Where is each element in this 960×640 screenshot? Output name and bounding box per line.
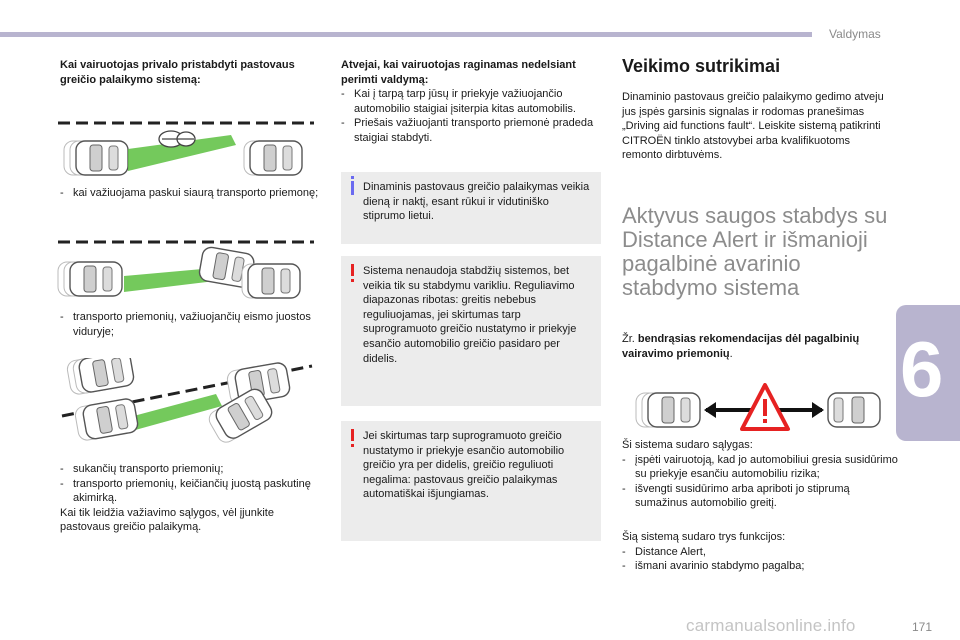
motorcycle-icon [158, 130, 196, 148]
warning-note-1-text: Sistema nenaudoja stabdžių sistemos, bet… [363, 265, 577, 365]
col1-closing: Kai tik leidžia važiavimo sąlygos, vėl į… [60, 506, 274, 534]
header-bar [0, 32, 812, 37]
info-icon [351, 176, 354, 179]
system-functions: Šią sistemą sudaro trys funkcijos: -Dist… [622, 530, 892, 574]
col1-list-item-3: -sukančių transporto priemonių; [60, 463, 224, 475]
conditions-item-1: -įspėti vairuotoją, kad jo automobiliui … [622, 453, 898, 481]
section-heading-active-safety-brake: Aktyvus saugos stabdys su Distance Alert… [622, 203, 888, 300]
reference-text: Žr. bendrąsias rekomendacijas dėl pagalb… [622, 333, 860, 360]
info-note: Dinaminis pastovaus greičio palaikymas v… [341, 172, 601, 244]
figure-lane-middle [57, 240, 314, 299]
functions-intro: Šią sistemą sudaro trys funkcijos: [622, 531, 786, 543]
col2-list-item-2: -Priešais važiuojanti transporto priemon… [341, 117, 594, 144]
chapter-number: 6 [900, 325, 944, 413]
warning-icon [351, 264, 354, 276]
malfunction-text: Dinaminio pastovaus greičio palaikymo ge… [622, 91, 884, 162]
conditions-item-2: -išvengti susidūrimo arba apriboti jo st… [622, 482, 850, 510]
col1-bottom-text: -sukančių transporto priemonių; -transpo… [60, 462, 320, 535]
warning-triangle-icon [740, 383, 790, 431]
section-name: Valdymas [829, 27, 881, 41]
page-number: 171 [912, 620, 933, 634]
col1-list-item-2: -transporto priemonių, važiuojančių eism… [60, 311, 311, 338]
col1-title: Kai vairuotojas privalo pristabdyti past… [60, 59, 295, 86]
system-conditions: Ši sistema sudaro sąlygas: -įspėti vairu… [622, 438, 902, 511]
figure-turning-vehicles [61, 358, 313, 446]
warning-note-1: Sistema nenaudoja stabdžių sistemos, bet… [341, 256, 601, 406]
col1-list-item-4: -transporto priemonių, keičiančių juostą… [60, 477, 311, 505]
col2-intro: Atvejai, kai vairuotojas raginamas nedel… [341, 58, 601, 146]
chapter-tab [896, 305, 960, 441]
warning-note-2-text: Jei skirtumas tarp suprogramuoto greičio… [363, 430, 565, 501]
info-note-text: Dinaminis pastovaus greičio palaikymas v… [363, 181, 590, 223]
warning-icon [351, 429, 354, 441]
col1-list-item-1: -kai važiuojama paskui siaurą transporto… [60, 187, 319, 199]
col2-list-item-1: -Kai į tarpą tarp jūsų ir priekyje važiu… [341, 88, 576, 115]
figure-collision-warning [635, 383, 881, 431]
section-heading-malfunctions: Veikimo sutrikimai [622, 56, 781, 76]
warning-note-2: Jei skirtumas tarp suprogramuoto greičio… [341, 421, 601, 541]
col2-title: Atvejai, kai vairuotojas raginamas nedel… [341, 59, 576, 86]
figure-narrow-vehicle [58, 121, 314, 176]
watermark: carmanualsonline.info [686, 616, 856, 635]
functions-item-2: -išmani avarinio stabdymo pagalba; [622, 560, 805, 573]
conditions-intro: Ši sistema sudaro sąlygas: [622, 439, 753, 451]
functions-item-1: -Distance Alert, [622, 545, 706, 558]
